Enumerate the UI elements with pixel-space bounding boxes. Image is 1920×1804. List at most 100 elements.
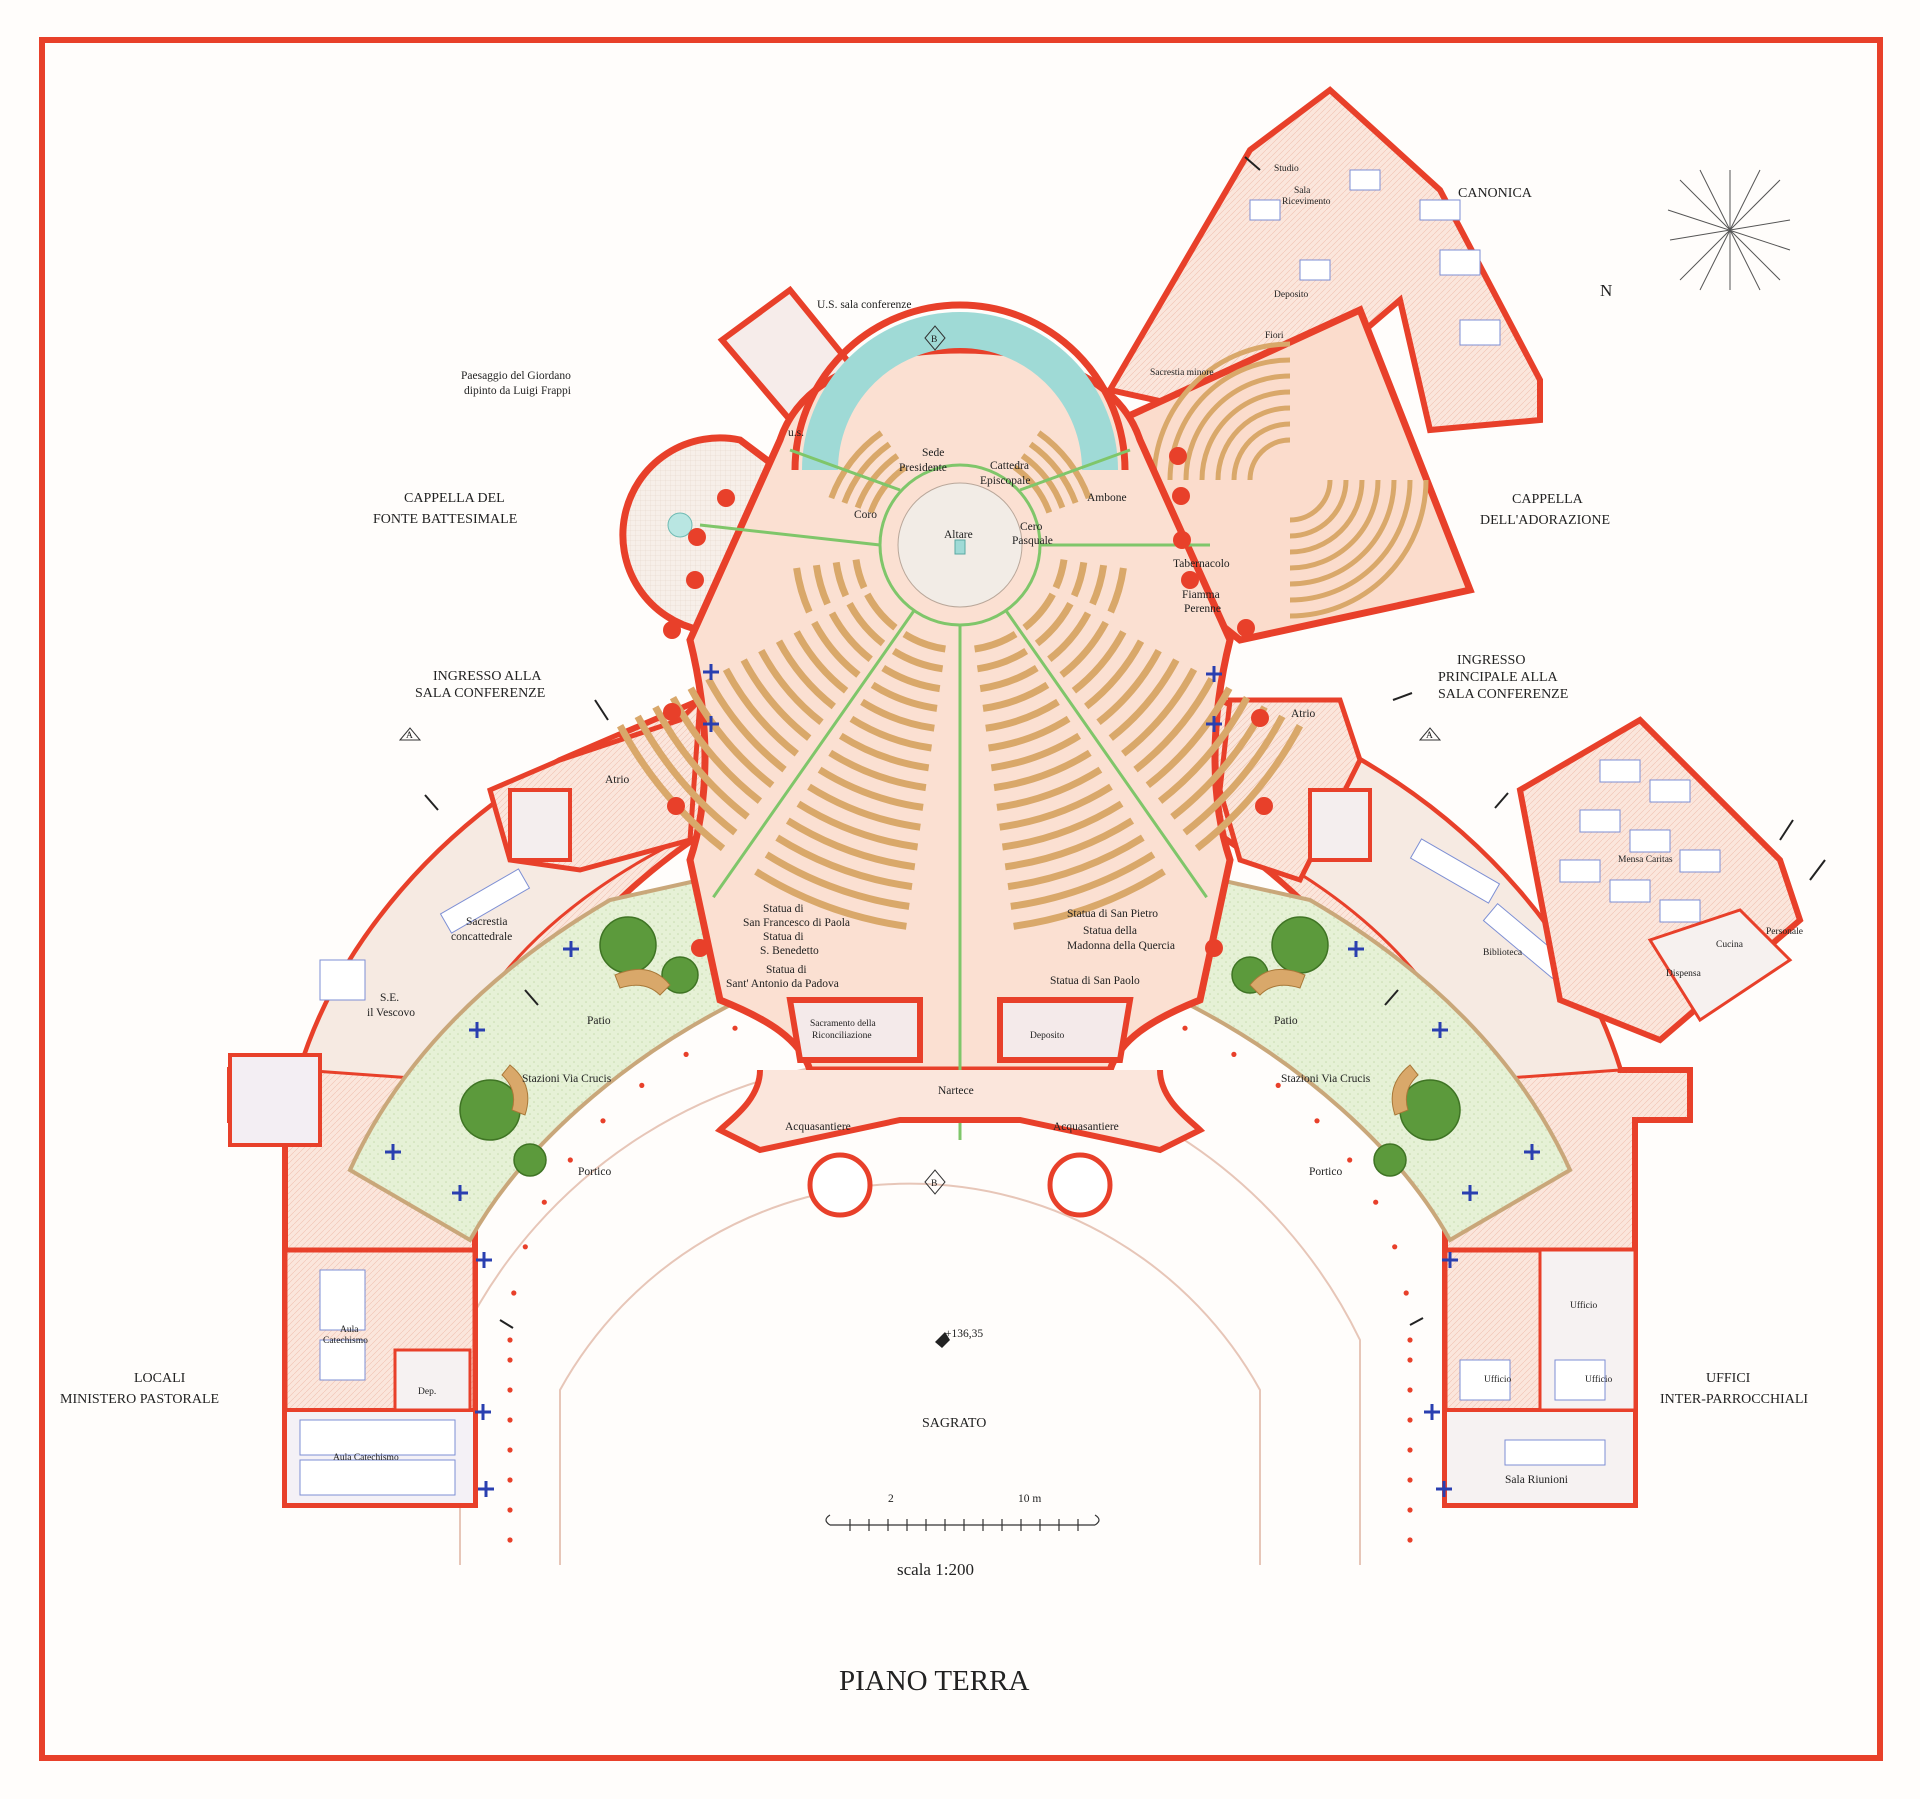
- label-ufficio-t: Ufficio: [1570, 1300, 1598, 1311]
- portico-column: [600, 1118, 606, 1124]
- portico-column: [1392, 1244, 1398, 1250]
- label-nartece: Nartece: [938, 1085, 974, 1097]
- pew: [1157, 695, 1251, 804]
- portico-column: [507, 1357, 513, 1363]
- scale-bar: [825, 1514, 1100, 1531]
- label-aula-cat-1: Aula: [340, 1325, 359, 1335]
- benches: [501, 968, 1419, 1116]
- pew: [864, 592, 898, 631]
- aisle-line: [789, 448, 901, 492]
- scale-tick-10: 10 m: [1018, 1493, 1041, 1505]
- label-ufficio-r: Ufficio: [1585, 1374, 1613, 1385]
- label-stazioni-l: Stazioni Via Crucis: [522, 1073, 612, 1085]
- portico-column: [541, 1199, 547, 1205]
- pew: [1107, 567, 1127, 614]
- label-ambone: Ambone: [1087, 492, 1127, 504]
- pew: [974, 630, 1018, 653]
- label-ingresso-1: INGRESSO ALLA: [433, 669, 542, 684]
- adorazione-pew: [1151, 341, 1291, 481]
- choir-pew: [841, 441, 892, 504]
- pew: [807, 783, 921, 831]
- label-sacrestia-minore: Sacrestia minore: [1150, 368, 1214, 378]
- pew: [860, 698, 935, 732]
- pew: [811, 620, 861, 678]
- label-studio: Studio: [1274, 164, 1299, 174]
- label-adorazione-2: DELL'ADORAZIONE: [1480, 513, 1610, 528]
- label-dep: Dep.: [418, 1387, 436, 1397]
- column: [691, 939, 709, 957]
- portico-column: [1407, 1507, 1413, 1513]
- choir-pew: [1036, 430, 1092, 500]
- portico-column: [732, 1025, 738, 1031]
- pew: [1084, 639, 1145, 710]
- adorazione-pew: [1289, 479, 1349, 539]
- label-ingresso-pr-1: INGRESSO: [1457, 653, 1525, 668]
- pew: [705, 677, 787, 773]
- portico-column: [639, 1082, 645, 1088]
- scale-label: scala 1:200: [897, 1560, 974, 1579]
- stair-right: [1308, 788, 1372, 862]
- column: [1237, 619, 1255, 637]
- adorazione-pew: [1183, 373, 1291, 481]
- label-ufficio-l: Ufficio: [1484, 1374, 1512, 1385]
- portico-column: [1403, 1290, 1409, 1296]
- choir-pew: [1028, 441, 1079, 504]
- portico-column: [1407, 1477, 1413, 1483]
- portico-arc-inner: [559, 1182, 1261, 1565]
- portico-column: [1275, 1082, 1281, 1088]
- pew: [838, 732, 930, 772]
- label-aula-cat-2: Catechismo: [323, 1336, 368, 1346]
- pew: [891, 647, 944, 673]
- pew: [652, 705, 750, 820]
- pew: [999, 783, 1113, 831]
- label-tabernacolo: Tabernacolo: [1173, 558, 1230, 570]
- svg-text:A: A: [1426, 731, 1433, 741]
- pew: [976, 647, 1029, 673]
- pew: [1001, 800, 1124, 851]
- choir-pew: [867, 464, 908, 514]
- label-statua-spa: Statua di San Paolo: [1050, 975, 1140, 987]
- trees: [459, 916, 1461, 1177]
- column: [717, 489, 735, 507]
- pew: [1145, 686, 1233, 789]
- portico-column: [683, 1051, 689, 1057]
- sheet-frame: [39, 37, 1883, 1761]
- portico-column: [1407, 1447, 1413, 1453]
- label-cattedra-1: Cattedra: [990, 460, 1029, 472]
- pew: [832, 561, 850, 598]
- label-paesaggio-1: Paesaggio del Giordano: [461, 370, 571, 382]
- pew: [1121, 667, 1198, 757]
- pew: [775, 639, 836, 710]
- label-sala-ric-2: Ricevimento: [1282, 197, 1331, 207]
- portico-column: [507, 1507, 513, 1513]
- section-marker-a-left: A: [398, 727, 422, 741]
- label-deposito-c: Deposito: [1030, 1031, 1065, 1041]
- adorazione-pew: [1289, 479, 1333, 523]
- label-sede-1: Sede: [922, 447, 944, 459]
- label-coro: Coro: [854, 509, 877, 521]
- aisle-line: [699, 523, 881, 547]
- pew: [881, 665, 941, 693]
- nave-pews: [617, 430, 1303, 930]
- pew: [828, 611, 873, 663]
- label-atrio-left: Atrio: [605, 774, 630, 786]
- deposito-room: [997, 997, 1134, 1063]
- pew: [758, 648, 824, 726]
- aisle-line: [1004, 609, 1208, 899]
- pew: [1089, 564, 1108, 606]
- portico-column: [1407, 1357, 1413, 1363]
- label-cattedra-2: Episcopale: [980, 475, 1030, 487]
- pew: [1096, 648, 1162, 726]
- adorazione-pew: [1289, 479, 1413, 603]
- elevation-label: +136,35: [945, 1328, 983, 1340]
- pew: [775, 834, 913, 891]
- label-ingresso-pr-3: SALA CONFERENZE: [1438, 687, 1568, 702]
- label-personale: Personale: [1766, 927, 1803, 937]
- pew: [796, 800, 919, 851]
- label-locali-2: MINISTERO PASTORALE: [60, 1392, 219, 1407]
- pew: [1034, 601, 1074, 647]
- label-statua-mq-2: Madonna della Quercia: [1067, 940, 1175, 952]
- columns: [663, 447, 1273, 957]
- label-sacramento-1: Sacramento della: [810, 1019, 876, 1029]
